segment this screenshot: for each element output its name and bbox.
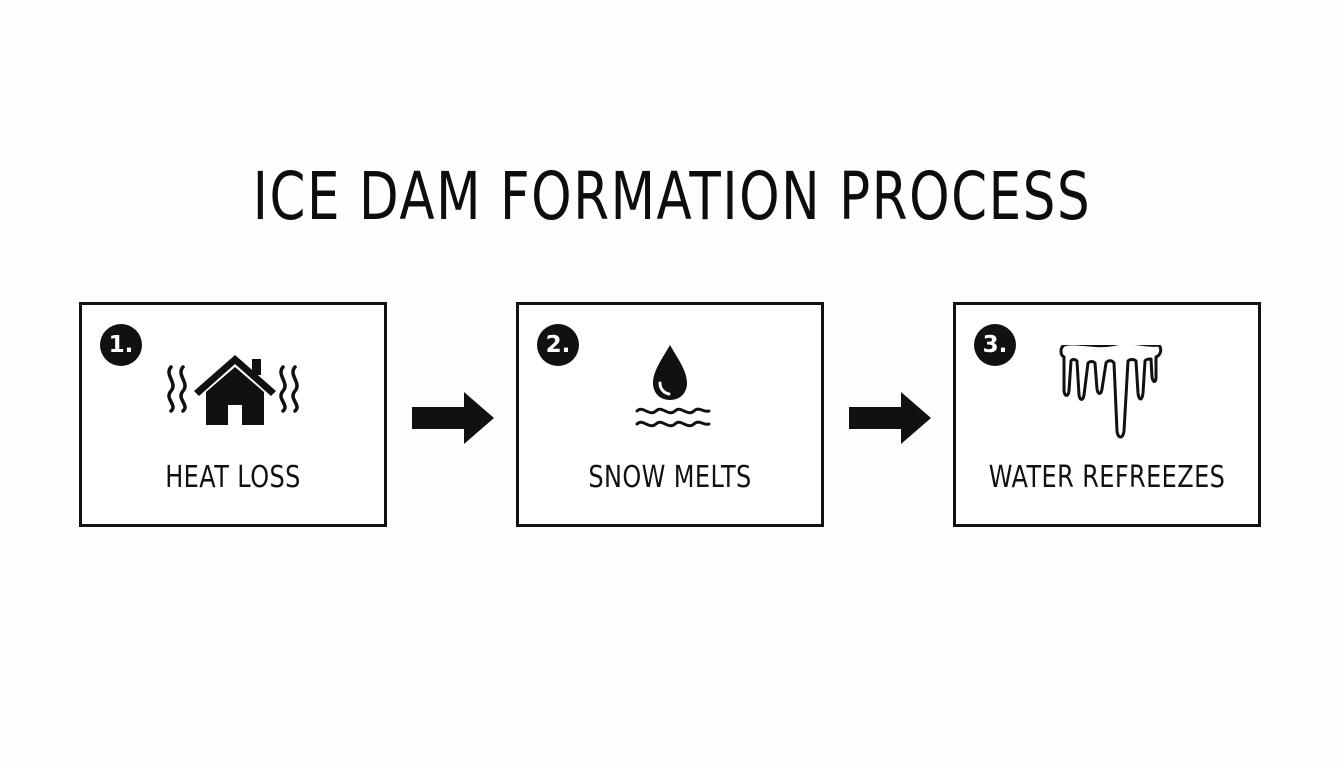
icicles-icon: [1059, 345, 1163, 439]
step-label: WATER REFREEZES: [988, 460, 1226, 495]
step-label: HEAT LOSS: [165, 460, 301, 495]
step-number-badge: 3.: [974, 324, 1016, 366]
step-number-badge: 2.: [537, 324, 579, 366]
step-heat-loss: 1. HEAT LOSS: [79, 302, 387, 527]
arrow-right-icon: [849, 392, 931, 444]
step-snow-melts: 2. SNOW MELTS: [516, 302, 824, 527]
water-drop-icon: [635, 345, 711, 428]
arrow-right-icon: [412, 392, 494, 444]
step-label: SNOW MELTS: [588, 460, 752, 495]
diagram-title: ICE DAM FORMATION PROCESS: [252, 158, 1092, 235]
step-number-badge: 1.: [100, 324, 142, 366]
house-heat-icon: [167, 355, 299, 425]
step-water-refreezes: 3. WATER REFREEZES: [953, 302, 1261, 527]
